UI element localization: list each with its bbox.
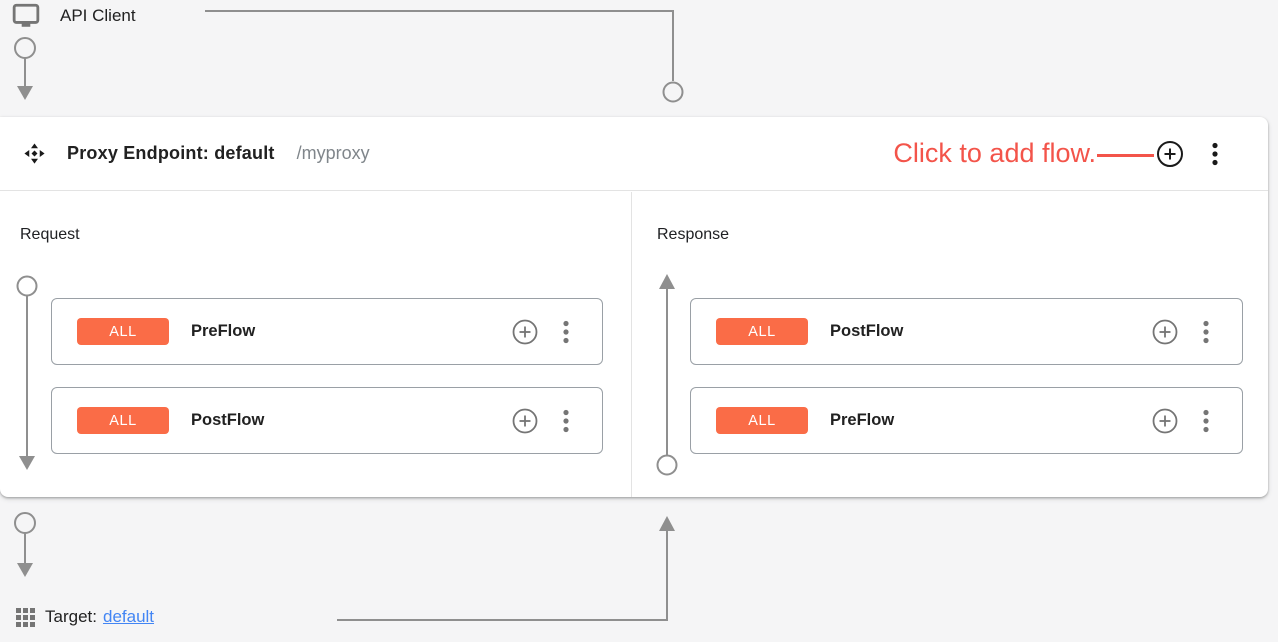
add-flow-annotation: Click to add flow. xyxy=(893,138,1221,169)
response-column-label: Response xyxy=(657,226,730,243)
flow-name: PreFlow xyxy=(830,411,895,429)
api-client-row: API Client xyxy=(12,2,136,30)
flow-menu-button[interactable] xyxy=(1200,320,1212,344)
response-preflow-card[interactable]: ALL PreFlow xyxy=(690,387,1243,454)
proxy-to-target-circle xyxy=(14,512,36,534)
api-client-out-arrow xyxy=(17,86,33,100)
monitor-icon xyxy=(12,2,40,30)
api-client-out-circle xyxy=(14,37,36,59)
flow-menu-button[interactable] xyxy=(560,320,572,344)
add-policy-button[interactable] xyxy=(1152,319,1178,345)
target-label: Target: xyxy=(45,607,97,626)
condition-badge: ALL xyxy=(716,318,808,345)
flow-name: PreFlow xyxy=(191,322,256,340)
flow-name: PostFlow xyxy=(830,322,904,340)
response-postflow-card[interactable]: ALL PostFlow xyxy=(690,298,1243,365)
flow-menu-button[interactable] xyxy=(1200,409,1212,433)
add-flow-annotation-text: Click to add flow. xyxy=(893,138,1096,168)
target-row: Target: default xyxy=(16,607,154,627)
condition-badge: ALL xyxy=(716,407,808,434)
add-policy-button[interactable] xyxy=(512,408,538,434)
add-policy-button[interactable] xyxy=(512,319,538,345)
add-policy-button[interactable] xyxy=(1152,408,1178,434)
request-column-label: Request xyxy=(20,226,80,243)
flow-menu-button[interactable] xyxy=(560,409,572,433)
request-response-divider xyxy=(631,192,632,497)
condition-badge: ALL xyxy=(77,407,169,434)
client-to-proxy-line xyxy=(205,10,674,81)
proxy-basepath: /myproxy xyxy=(296,143,370,163)
grid-icon xyxy=(16,607,35,627)
condition-badge: ALL xyxy=(77,318,169,345)
add-flow-button[interactable] xyxy=(1156,140,1184,168)
api-client-label: API Client xyxy=(60,6,136,25)
flow-name: PostFlow xyxy=(191,411,265,429)
target-to-response-line xyxy=(337,530,668,621)
target-to-response-arrow xyxy=(659,516,675,531)
proxy-endpoint-icon xyxy=(24,143,45,164)
client-to-proxy-endpoint-circle xyxy=(662,81,684,103)
annotation-pointer-line xyxy=(1097,153,1154,157)
proxy-endpoint-header: Proxy Endpoint: default /myproxy Click t… xyxy=(0,117,1268,191)
request-postflow-card[interactable]: ALL PostFlow xyxy=(51,387,603,454)
target-default-link[interactable]: default xyxy=(102,607,155,626)
proxy-endpoint-title: Proxy Endpoint: default xyxy=(67,143,275,163)
endpoint-menu-button[interactable] xyxy=(1209,142,1221,166)
proxy-to-target-arrow xyxy=(17,563,33,577)
request-preflow-card[interactable]: ALL PreFlow xyxy=(51,298,603,365)
